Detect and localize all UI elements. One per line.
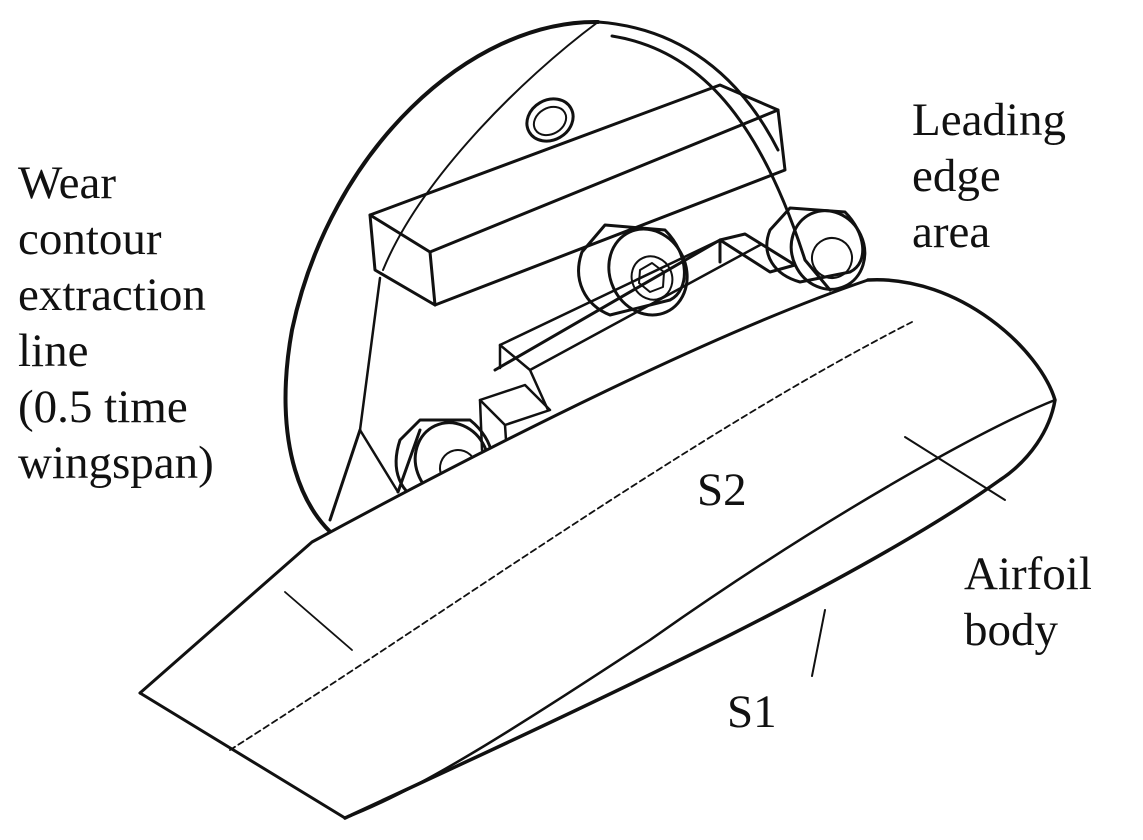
label-s1: S1 xyxy=(727,686,777,738)
label-s2: S2 xyxy=(697,464,747,516)
face-plate xyxy=(328,83,787,522)
label-leading-edge-area: Leading edge area xyxy=(912,94,1066,258)
label-wear-contour-extraction-line: Wear contour extraction line (0.5 time w… xyxy=(18,157,214,489)
mounting-disc xyxy=(283,19,832,550)
airfoil-body xyxy=(138,278,1057,820)
clamp-block xyxy=(478,232,797,472)
leader-lines xyxy=(811,436,1006,677)
label-airfoil-body: Airfoil body xyxy=(964,548,1092,656)
